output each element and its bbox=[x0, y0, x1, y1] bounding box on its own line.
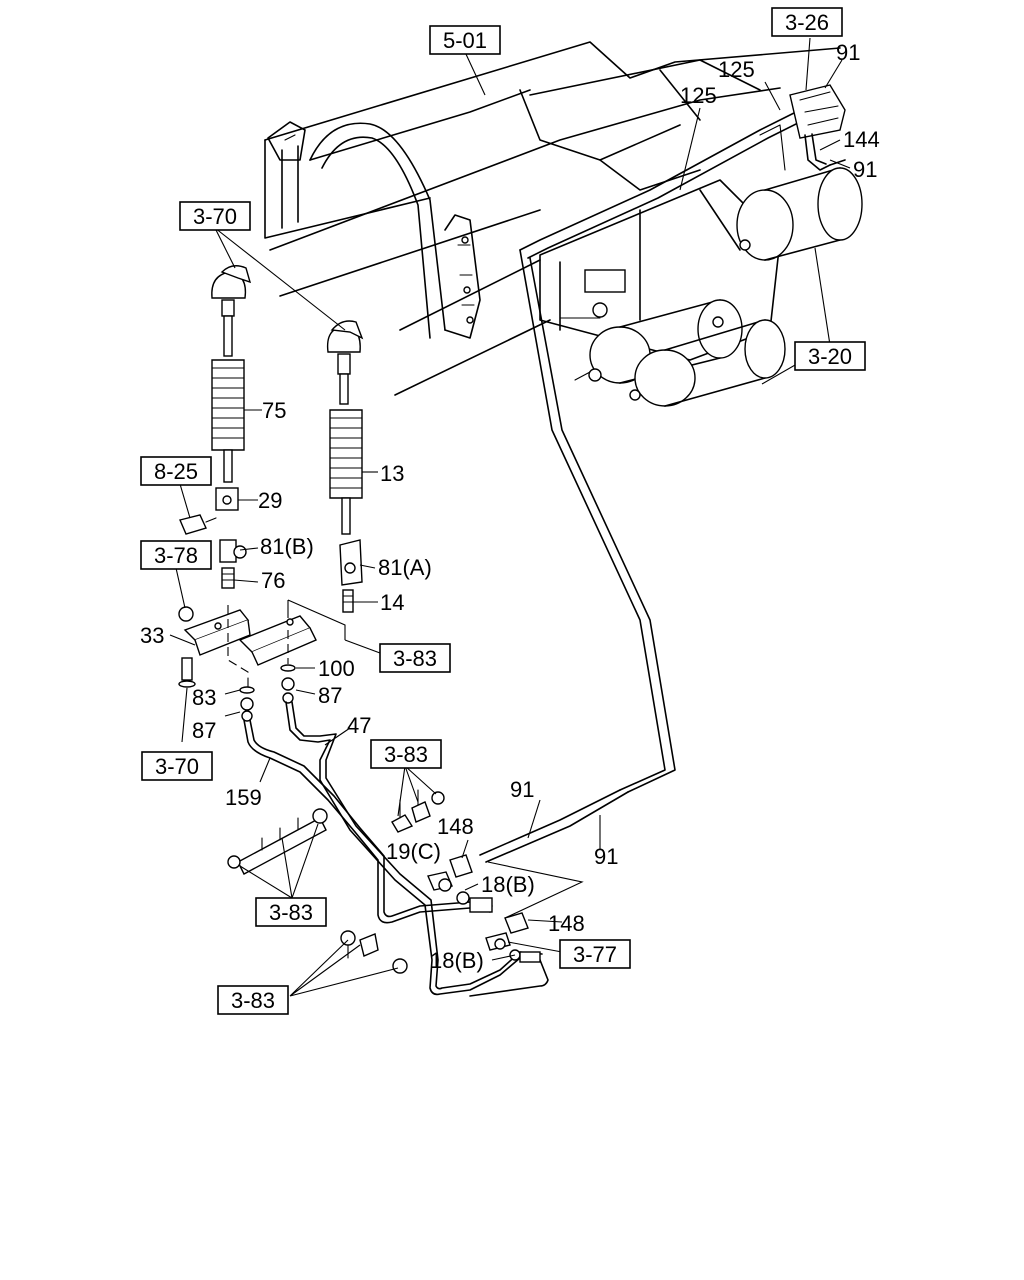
part-125-upper: 125 bbox=[718, 57, 755, 82]
part-91-top: 91 bbox=[836, 40, 860, 65]
part-125-lower: 125 bbox=[680, 83, 717, 108]
main-air-line bbox=[479, 109, 809, 863]
fasteners bbox=[178, 606, 296, 722]
fittings-lower bbox=[427, 854, 584, 963]
reference-3-70-bottom-label: 3-70 bbox=[155, 754, 199, 779]
part-87-left: 87 bbox=[192, 718, 216, 743]
part-87-right: 87 bbox=[318, 683, 342, 708]
part-labels: 91 125 125 144 91 75 13 29 81(B) 81(A) 7… bbox=[140, 40, 880, 973]
reference-8-25-label: 8-25 bbox=[154, 459, 198, 484]
detail-clusters bbox=[227, 789, 445, 974]
reference-box-5-01: 5-01 bbox=[429, 25, 501, 55]
reference-5-01-label: 5-01 bbox=[443, 28, 487, 53]
reference-box-3-70-bottom: 3-70 bbox=[141, 751, 213, 781]
reference-3-78-label: 3-78 bbox=[154, 543, 198, 568]
reference-3-83-b-label: 3-83 bbox=[384, 742, 428, 767]
reference-box-3-83-b: 3-83 bbox=[370, 739, 442, 769]
mounting-brackets bbox=[183, 599, 381, 688]
reference-box-3-77: 3-77 bbox=[559, 939, 631, 969]
coil-13-body bbox=[329, 409, 363, 499]
reference-3-70-top-label: 3-70 bbox=[193, 204, 237, 229]
reference-box-3-20: 3-20 bbox=[794, 341, 866, 371]
reference-box-3-83-d: 3-83 bbox=[217, 985, 289, 1015]
part-91-right: 91 bbox=[853, 157, 877, 182]
part-47: 47 bbox=[347, 713, 371, 738]
reference-3-77-label: 3-77 bbox=[573, 942, 617, 967]
part-100: 100 bbox=[318, 656, 355, 681]
reference-box-3-78: 3-78 bbox=[140, 540, 212, 570]
reference-3-83-d-label: 3-83 bbox=[231, 988, 275, 1013]
reference-3-83-c-label: 3-83 bbox=[269, 900, 313, 925]
reference-box-3-26: 3-26 bbox=[771, 7, 843, 37]
reference-3-83-a-label: 3-83 bbox=[393, 646, 437, 671]
part-144: 144 bbox=[843, 127, 880, 152]
reference-box-3-83-c: 3-83 bbox=[255, 897, 327, 927]
part-91-lower-right: 91 bbox=[594, 844, 618, 869]
part-75: 75 bbox=[262, 398, 286, 423]
part-148-upper: 148 bbox=[437, 814, 474, 839]
part-14: 14 bbox=[380, 590, 404, 615]
part-18b-lower: 18(B) bbox=[430, 948, 484, 973]
reference-box-3-70-top: 3-70 bbox=[179, 201, 251, 231]
reference-box-3-83-a: 3-83 bbox=[379, 643, 451, 673]
part-18b-upper: 18(B) bbox=[481, 872, 535, 897]
gladhand-coil-75 bbox=[179, 265, 252, 589]
part-33: 33 bbox=[140, 623, 164, 648]
reference-3-26-label: 3-26 bbox=[785, 10, 829, 35]
reference-box-8-25: 8-25 bbox=[140, 456, 212, 486]
part-81a: 81(A) bbox=[378, 555, 432, 580]
air-tank-assembly bbox=[539, 84, 863, 407]
part-91-lower-left: 91 bbox=[510, 777, 534, 802]
chassis-frame bbox=[264, 41, 841, 396]
part-83: 83 bbox=[192, 685, 216, 710]
part-19c: 19(C) bbox=[386, 839, 441, 864]
part-81b: 81(B) bbox=[260, 534, 314, 559]
gladhand-coil-13 bbox=[326, 320, 364, 613]
part-159: 159 bbox=[225, 785, 262, 810]
part-148-lower: 148 bbox=[548, 911, 585, 936]
part-76: 76 bbox=[261, 568, 285, 593]
coil-75-body bbox=[211, 359, 245, 451]
part-13: 13 bbox=[380, 461, 404, 486]
reference-3-20-label: 3-20 bbox=[808, 344, 852, 369]
part-29: 29 bbox=[258, 488, 282, 513]
